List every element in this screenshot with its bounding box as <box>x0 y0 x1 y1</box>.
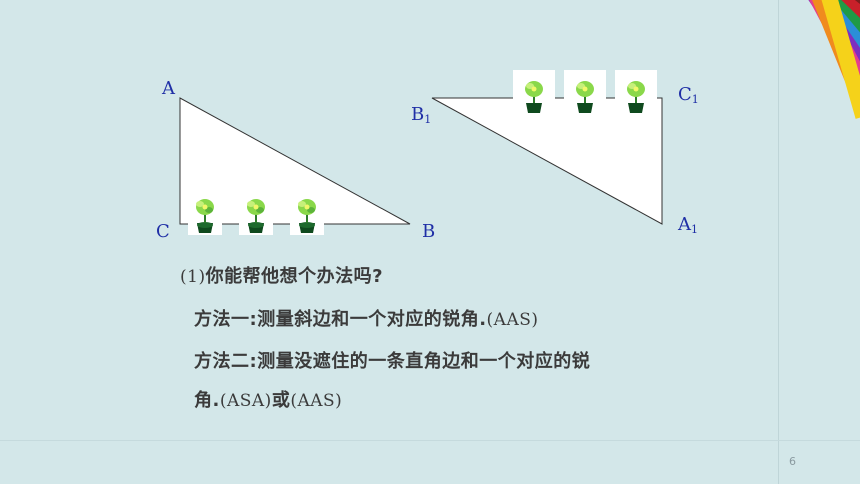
potted-plant-icon <box>238 192 274 236</box>
vertex-label-b1: B1 <box>411 104 432 126</box>
method-one-text: 方法一:测量斜边和一个对应的锐角. <box>194 309 487 330</box>
method-two-line-1: 方法二:测量没遮住的一条直角边和一个对应的锐 <box>194 351 591 372</box>
method-two-paren-aas: (AAS) <box>290 391 343 411</box>
vertex-label-b: B <box>422 221 436 242</box>
slide-divider-vertical <box>778 0 779 484</box>
potted-plant-icon <box>615 70 657 113</box>
colored-pencils-image <box>703 0 860 119</box>
vertex-label-a1: A1 <box>678 214 698 236</box>
question-line: (1)你能帮他想个办法吗? <box>180 262 383 288</box>
potted-plant-icon <box>187 192 223 236</box>
vertex-label-c1: C1 <box>678 84 699 106</box>
question-text: 你能帮他想个办法吗? <box>205 266 384 287</box>
method-two-line-2: 角.(ASA)或(AAS) <box>194 386 342 412</box>
page-number: 6 <box>789 455 796 468</box>
question-prefix: (1) <box>180 267 206 287</box>
slide-divider-horizontal <box>0 440 860 441</box>
vertex-label-c: C <box>156 221 170 242</box>
method-two-text-or: 或 <box>271 390 291 411</box>
method-two-paren-asa: (ASA) <box>219 391 272 411</box>
potted-plant-icon <box>564 70 606 113</box>
method-one-paren: (AAS) <box>486 310 539 330</box>
potted-plant-icon <box>289 192 325 236</box>
triangle-a1b1c1 <box>431 97 663 225</box>
method-one-line: 方法一:测量斜边和一个对应的锐角.(AAS) <box>194 305 539 331</box>
potted-plant-icon <box>513 70 555 113</box>
vertex-label-a: A <box>162 78 175 99</box>
method-two-text-a: 角. <box>194 390 220 411</box>
